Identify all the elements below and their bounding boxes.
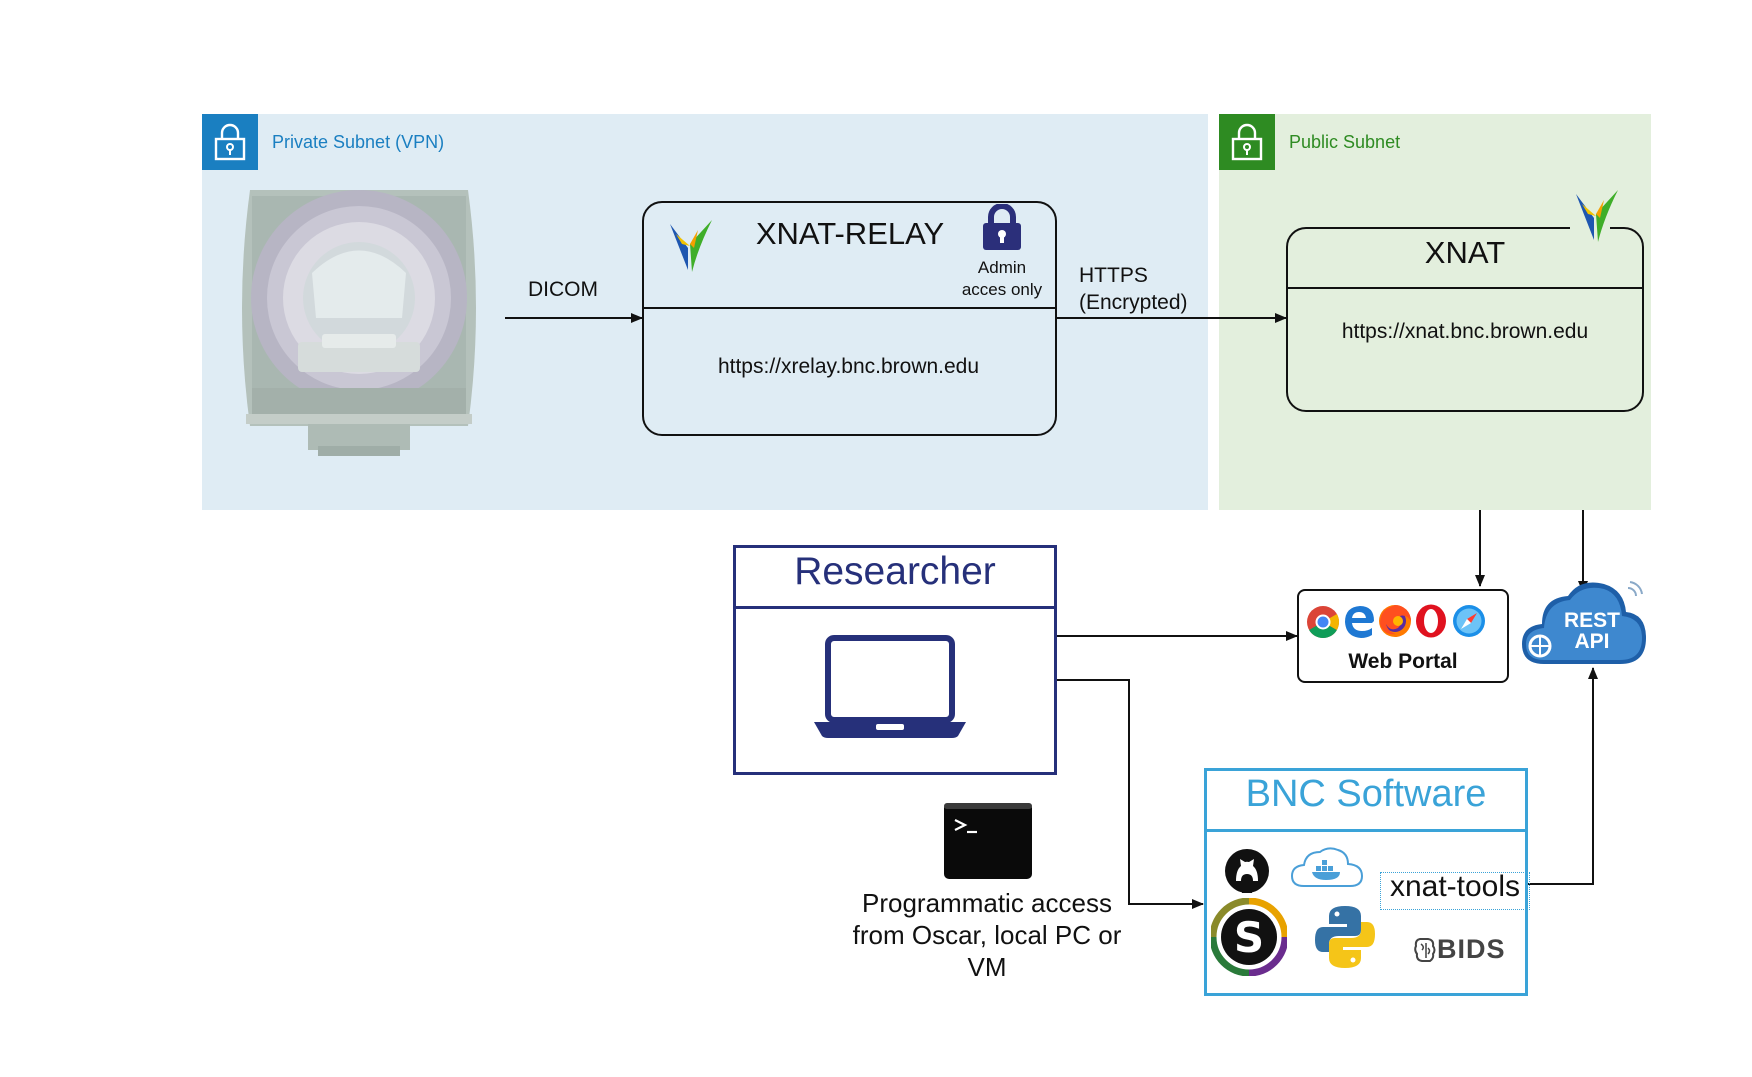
github-icon (1224, 848, 1270, 899)
xnat-logo-icon (1574, 188, 1620, 249)
chrome-icon (1306, 605, 1340, 644)
public-subnet-lock-icon (1219, 114, 1275, 170)
opera-icon (1414, 603, 1448, 644)
rest-api-label-line2: API (1574, 630, 1610, 653)
edge-icon (1342, 603, 1376, 644)
singularity-icon: S (1209, 897, 1289, 981)
xnat-node (1286, 227, 1644, 412)
researcher-divider (736, 606, 1054, 609)
xnat-relay-node (642, 201, 1057, 436)
admin-access-label-line2: acces only (961, 280, 1043, 299)
web-portal-label: Web Portal (1348, 650, 1458, 673)
programmatic-line3: VM (967, 952, 1007, 982)
python-icon (1313, 904, 1377, 975)
rest-api-cloud-icon[interactable] (1520, 576, 1650, 673)
xnat-title: XNAT (1424, 235, 1506, 270)
xnat-divider (1288, 287, 1642, 289)
private-subnet-lock-icon (202, 114, 258, 170)
xnat-relay-title: XNAT-RELAY (755, 216, 945, 251)
programmatic-line2: from Oscar, local PC or (852, 920, 1122, 950)
xnat-logo-icon (668, 218, 714, 279)
xnat-tools-box (1380, 872, 1530, 910)
xnat-tools-label: xnat-tools (1389, 870, 1521, 903)
padlock-icon (980, 203, 1024, 257)
researcher-title: Researcher (794, 550, 996, 593)
encrypted-label: (Encrypted) (1079, 291, 1188, 314)
researcher-to-bnc-arrow (1057, 679, 1204, 909)
bids-label: BIDS (1437, 934, 1506, 964)
docker-cloud-icon (1290, 844, 1364, 895)
xnat-relay-divider (644, 307, 1055, 309)
bids-brain-icon (1414, 936, 1436, 969)
xnat-relay-url[interactable]: https://xrelay.bnc.brown.edu (717, 355, 980, 378)
dicom-label: DICOM (528, 278, 598, 301)
public-subnet-region (1219, 114, 1651, 510)
svg-text:S: S (1234, 913, 1264, 962)
mri-scanner-icon (232, 188, 486, 461)
bnc-to-rest-api-arrow (1525, 667, 1598, 885)
firefox-icon (1378, 604, 1412, 643)
https-label: HTTPS (1079, 264, 1148, 287)
researcher-panel (733, 545, 1057, 775)
public-subnet-label: Public Subnet (1289, 132, 1401, 152)
laptop-icon (812, 634, 968, 745)
terminal-icon (943, 802, 1033, 885)
bnc-software-panel (1204, 768, 1528, 996)
rest-api-label-line1: REST (1563, 609, 1620, 632)
programmatic-line1: Programmatic access (862, 888, 1112, 918)
admin-access-label-line1: Admin (977, 258, 1027, 277)
bnc-software-divider (1207, 829, 1525, 832)
private-subnet-label: Private Subnet (VPN) (272, 132, 445, 152)
bnc-software-title: BNC Software (1245, 773, 1487, 815)
xnat-url[interactable]: https://xnat.bnc.brown.edu (1341, 320, 1589, 343)
safari-icon (1452, 604, 1486, 643)
